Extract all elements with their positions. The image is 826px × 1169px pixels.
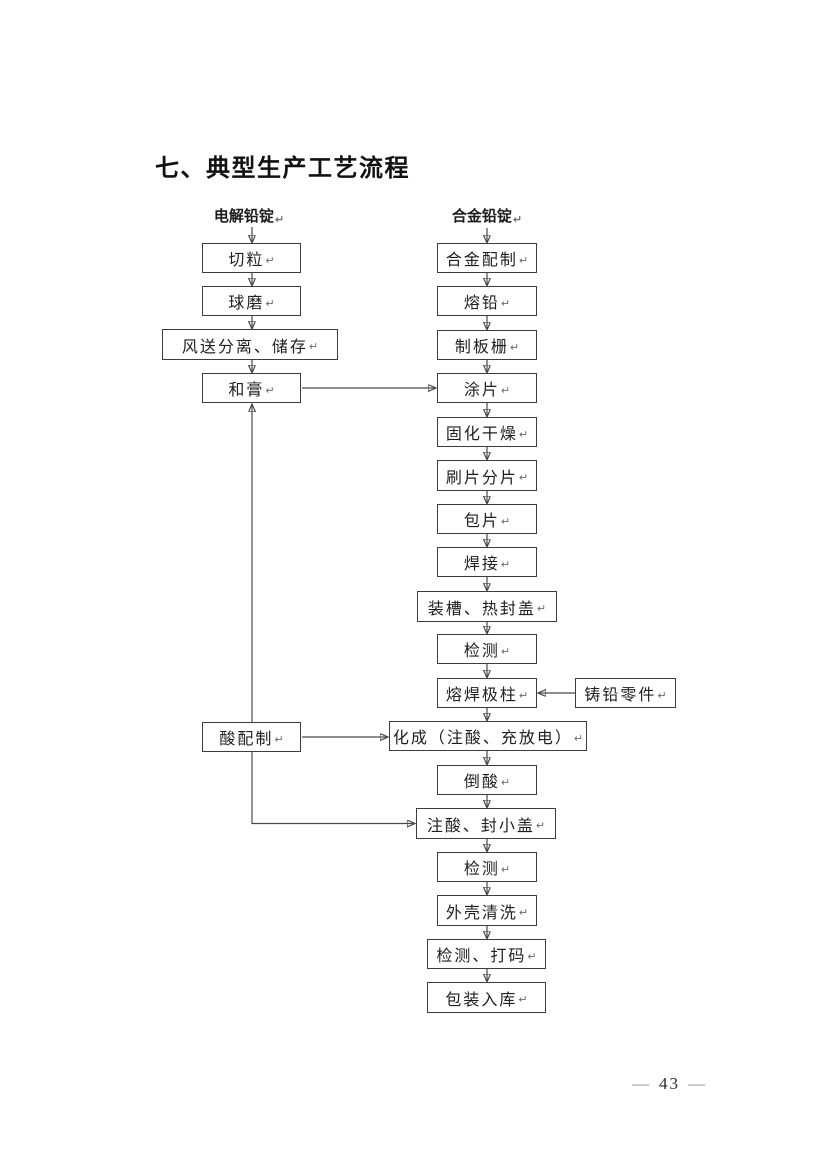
paragraph-mark-icon: ↵ xyxy=(535,819,546,832)
paragraph-mark-icon: ↵ xyxy=(265,253,275,267)
box-label: 包装入库 xyxy=(445,991,518,1009)
box-acid-filling-small-cap-sealing: 注酸、封小盖↵ xyxy=(416,808,556,839)
box-label: 球磨 xyxy=(228,295,265,312)
box-plate-brushing-parting: 刷片分片↵ xyxy=(437,460,537,491)
box-label: 熔铅 xyxy=(463,295,500,312)
paragraph-mark-icon: ↵ xyxy=(500,644,511,658)
paragraph-mark-icon: ↵ xyxy=(518,253,529,267)
box-label: 涂片 xyxy=(463,382,500,399)
paragraph-mark-icon: ↵ xyxy=(308,340,319,353)
page-number: — 43 — xyxy=(632,1074,707,1094)
box-label: 固化干燥 xyxy=(445,426,518,443)
box-acid-preparation: 酸配制↵ xyxy=(202,722,301,752)
paragraph-mark-icon: ↵ xyxy=(518,688,529,702)
column-header-label: 合金铅锭 xyxy=(451,208,512,225)
box-inspection-coding: 检测、打码↵ xyxy=(427,939,546,969)
paragraph-mark-icon: ↵ xyxy=(657,688,667,702)
box-label: 外壳清洗 xyxy=(445,904,518,922)
box-label: 检测 xyxy=(463,643,500,660)
paragraph-mark-icon: ↵ xyxy=(518,906,529,919)
paragraph-mark-icon: ↵ xyxy=(265,296,275,310)
box-terminal-post-welding: 熔焊极柱↵ xyxy=(437,678,537,708)
box-acid-dumping: 倒酸↵ xyxy=(437,765,537,795)
box-label: 装槽、热封盖 xyxy=(427,600,536,618)
box-cell-assembly-heat-sealing: 装槽、热封盖↵ xyxy=(417,591,557,622)
paragraph-mark-icon: ↵ xyxy=(500,862,511,876)
paragraph-mark-icon: ↵ xyxy=(500,557,511,571)
paragraph-mark-icon: ↵ xyxy=(500,296,511,310)
paragraph-mark-icon: ↵ xyxy=(500,383,511,397)
box-label: 切粒 xyxy=(228,252,265,269)
page-number-dash-left: — xyxy=(632,1074,651,1093)
box-lead-melting: 熔铅↵ xyxy=(437,286,537,316)
box-label: 焊接 xyxy=(463,556,500,573)
box-packing-warehousing: 包装入库↵ xyxy=(427,982,546,1013)
paragraph-mark-icon: ↵ xyxy=(518,993,528,1006)
box-label: 风送分离、储存 xyxy=(181,338,308,356)
box-curing-drying: 固化干燥↵ xyxy=(437,417,537,447)
box-label: 刷片分片 xyxy=(445,469,518,487)
box-label: 检测、打码 xyxy=(436,948,527,965)
box-ball-milling: 球磨↵ xyxy=(202,286,301,316)
paragraph-mark-icon: ↵ xyxy=(500,775,511,789)
page-number-value: 43 xyxy=(659,1074,680,1093)
box-label: 酸配制 xyxy=(219,731,274,748)
box-plate-wrapping: 包片↵ xyxy=(437,504,537,534)
box-plate-pasting: 涂片↵ xyxy=(437,373,537,403)
box-inspection-2: 检测↵ xyxy=(437,852,537,882)
box-formation-acid-filling-charge-discharge: 化成（注酸、充放电）↵ xyxy=(389,721,587,751)
box-label: 注酸、封小盖 xyxy=(426,817,535,835)
box-cast-lead-parts: 铸铅零件↵ xyxy=(575,678,676,708)
box-label: 制板栅 xyxy=(454,339,509,356)
box-label: 熔焊极柱 xyxy=(445,687,518,704)
paragraph-mark-icon: ↵ xyxy=(518,471,529,484)
paragraph-mark-icon: ↵ xyxy=(536,602,547,615)
paragraph-mark-icon: ↵ xyxy=(573,731,584,745)
box-paste-mixing: 和膏↵ xyxy=(202,373,301,403)
box-inspection-1: 检测↵ xyxy=(437,634,537,664)
paragraph-mark-icon: ↵ xyxy=(518,427,529,441)
paragraph-mark-icon: ↵ xyxy=(274,732,284,746)
box-label: 检测 xyxy=(463,861,500,878)
box-case-cleaning: 外壳清洗↵ xyxy=(437,895,537,926)
paragraph-mark-icon: ↵ xyxy=(509,340,520,354)
page-number-dash-right: — xyxy=(688,1074,707,1093)
paragraph-mark-icon: ↵ xyxy=(512,213,523,226)
box-label: 铸铅零件 xyxy=(584,687,657,704)
box-welding: 焊接↵ xyxy=(437,547,537,577)
column-header-label: 电解铅锭 xyxy=(213,208,274,225)
paragraph-mark-icon: ↵ xyxy=(500,514,511,528)
box-grid-casting: 制板栅↵ xyxy=(437,330,537,360)
box-label: 包片 xyxy=(463,513,500,530)
box-label: 化成（注酸、充放电） xyxy=(392,730,573,747)
column-header-electrolytic-lead-ingot: 电解铅锭↵ xyxy=(199,207,299,226)
box-label: 和膏 xyxy=(228,382,265,399)
box-air-separation-storage: 风送分离、储存↵ xyxy=(162,329,338,360)
page-title: 七、典型生产工艺流程 xyxy=(155,155,410,182)
paragraph-mark-icon: ↵ xyxy=(527,949,537,963)
column-header-alloy-lead-ingot: 合金铅锭↵ xyxy=(437,207,537,226)
paragraph-mark-icon: ↵ xyxy=(274,213,285,226)
box-alloy-preparation: 合金配制↵ xyxy=(437,243,537,273)
box-label: 合金配制 xyxy=(445,252,518,269)
paragraph-mark-icon: ↵ xyxy=(265,383,275,397)
box-label: 倒酸 xyxy=(463,774,500,791)
box-pellet-cutting: 切粒↵ xyxy=(202,243,301,273)
